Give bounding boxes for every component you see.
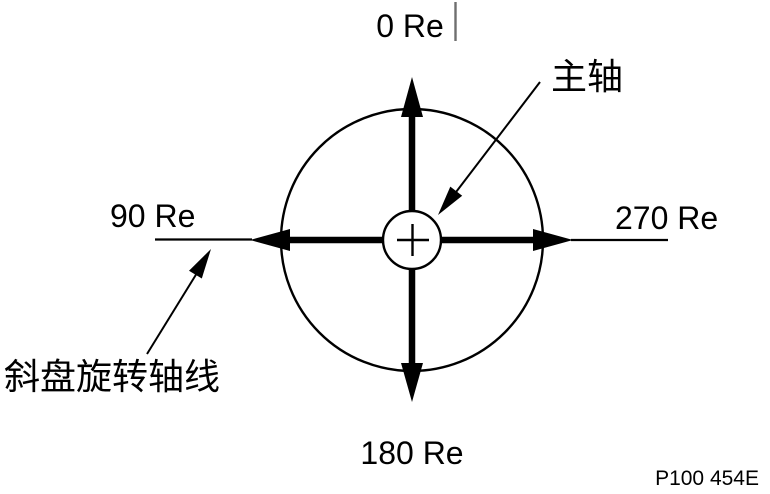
label-swashplate-rotation-axis: 斜盘旋转轴线 bbox=[4, 356, 221, 397]
hub-callout-leader-line bbox=[452, 81, 541, 197]
arrowhead-down-icon bbox=[401, 363, 423, 402]
label-main-shaft: 主轴 bbox=[551, 56, 624, 97]
axis-callout-leader-line bbox=[146, 272, 198, 355]
label-90-re: 90 Re bbox=[110, 198, 196, 234]
arrowhead-left-icon bbox=[250, 229, 290, 251]
hub-callout-arrowhead-icon bbox=[438, 186, 463, 215]
label-0-re: 0 Re bbox=[376, 8, 444, 44]
figure-code: P100 454E bbox=[655, 467, 759, 490]
axis-callout-arrowhead-icon bbox=[189, 249, 211, 279]
arrowhead-right-icon bbox=[533, 229, 573, 251]
label-270-re: 270 Re bbox=[615, 200, 719, 236]
label-180-re: 180 Re bbox=[360, 435, 464, 471]
arrowhead-up-icon bbox=[401, 77, 423, 117]
